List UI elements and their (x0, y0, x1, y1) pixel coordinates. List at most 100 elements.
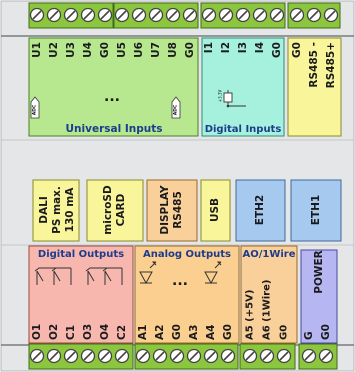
eth1-label: ETH1 (310, 195, 322, 225)
screw-icon (131, 7, 147, 23)
pin-label-g0: G0 (291, 42, 303, 58)
dali-ps-label: PS max. (51, 186, 63, 234)
pin-label-a5: A5 (+5V) (245, 290, 256, 340)
screw-icon (63, 7, 79, 23)
digital-outputs-title: Digital Outputs (38, 249, 124, 260)
terminal-block-top-3 (200, 2, 286, 29)
dali-label: DALI (38, 196, 50, 223)
pin-label-g0: G0 (99, 42, 111, 58)
rs485-box: G0 RS485 - RS485+ (287, 37, 342, 137)
pin-label-a1: A1 (137, 325, 149, 340)
screw-icon (135, 348, 151, 364)
ellipsis: ... (172, 273, 188, 289)
pin-label-u7: U7 (150, 42, 162, 58)
pin-label-i2: I2 (220, 42, 232, 53)
screw-icon (235, 7, 251, 23)
terminal-block-bottom-4 (298, 343, 338, 370)
adc-label-right: ADC (173, 104, 179, 115)
screw-icon (114, 7, 130, 23)
microsd-box: microSD CARD (86, 179, 144, 242)
ao-1wire-title: AO/1Wire (242, 249, 295, 260)
terminal-block-top-2 (113, 2, 199, 29)
pin-label-u2: U2 (48, 42, 60, 58)
screw-icon (218, 7, 234, 23)
screw-icon (97, 348, 113, 364)
dali-box: DALI PS max. 130 mA (32, 179, 80, 242)
terminal-block-top-1 (28, 2, 114, 29)
pin-label-a6: A6 (1Wire) (262, 280, 273, 340)
pin-label-u8: U8 (167, 42, 179, 58)
relay-contact-icon (85, 267, 123, 285)
voltage-label: +3.3V (218, 90, 223, 103)
screw-icon (63, 348, 79, 364)
screw-icon (269, 7, 285, 23)
screw-icon (152, 348, 168, 364)
screw-icon (80, 7, 96, 23)
screw-icon (259, 348, 275, 364)
usb-label: USB (209, 198, 221, 222)
terminal-block-bottom-2 (134, 343, 239, 370)
analog-outputs-box: Analog Outputs ... A1 A2 G0 A3 A4 G0 (134, 245, 240, 344)
pin-label-c1: C1 (65, 325, 77, 340)
display-rs485-label: RS485 (172, 191, 184, 229)
universal-inputs-title: Universal Inputs (66, 123, 163, 135)
screw-icon (252, 7, 268, 23)
pin-label-i3: I3 (237, 42, 249, 53)
dac-output-icon (139, 261, 157, 285)
pin-label-g0: G0 (279, 325, 290, 340)
screw-icon (318, 348, 334, 364)
analog-outputs-title: Analog Outputs (143, 249, 231, 260)
dac-output-icon (204, 261, 222, 285)
eth1-box: ETH1 (290, 179, 342, 242)
usb-box: USB (200, 179, 231, 242)
screw-icon (29, 7, 45, 23)
pin-label-g0: G0 (171, 324, 183, 340)
screw-icon (186, 348, 202, 364)
screw-icon (203, 348, 219, 364)
adc-tag-icon: ADC (30, 96, 40, 119)
screw-icon (182, 7, 198, 23)
screw-icon (201, 7, 217, 23)
screw-icon (289, 7, 305, 23)
screw-icon (242, 348, 258, 364)
terminal-block-bottom-3 (239, 343, 296, 370)
screw-icon (306, 7, 322, 23)
eth2-label: ETH2 (254, 195, 266, 225)
pin-label-u5: U5 (116, 42, 128, 58)
adc-tag-icon: ADC (171, 96, 181, 119)
pin-label-o3: O3 (82, 324, 94, 340)
pin-label-g0: G0 (222, 324, 234, 340)
terminal-block-bottom-1 (28, 343, 134, 370)
microsd-card-label: CARD (115, 193, 127, 226)
pin-label-g0: G0 (320, 324, 332, 340)
pin-label-rs485-minus: RS485 - (308, 42, 320, 88)
pin-label-u1: U1 (31, 42, 43, 58)
screw-icon (114, 348, 130, 364)
adc-label-left: ADC (32, 104, 38, 115)
pin-label-u4: U4 (82, 42, 94, 58)
pin-label-g: G (303, 331, 315, 340)
digital-inputs-title: Digital Inputs (205, 124, 282, 135)
screw-icon (46, 7, 62, 23)
pin-label-o4: O4 (99, 324, 111, 340)
screw-icon (148, 7, 164, 23)
pin-label-o2: O2 (48, 324, 60, 340)
screw-icon (276, 348, 292, 364)
digital-outputs-box: Digital Outputs O1 O2 C1 O3 O4 C2 (28, 245, 134, 344)
pullup-resistor-icon (223, 90, 246, 108)
pin-label-c2: C2 (116, 325, 128, 340)
screw-icon (29, 348, 45, 364)
relay-contact-icon (34, 267, 72, 285)
pin-label-a2: A2 (154, 325, 166, 340)
screw-icon (301, 348, 317, 364)
universal-inputs-box: U1 U2 U3 U4 G0 U5 U6 U7 U8 G0 ... ADC AD… (28, 37, 199, 137)
screw-icon (323, 7, 339, 23)
pin-label-o1: O1 (31, 324, 43, 340)
screw-icon (220, 348, 236, 364)
display-label: DISPLAY (159, 185, 171, 235)
pin-label-a3: A3 (188, 325, 200, 340)
pin-label-u6: U6 (133, 42, 145, 58)
pin-label-i1: I1 (203, 42, 215, 53)
